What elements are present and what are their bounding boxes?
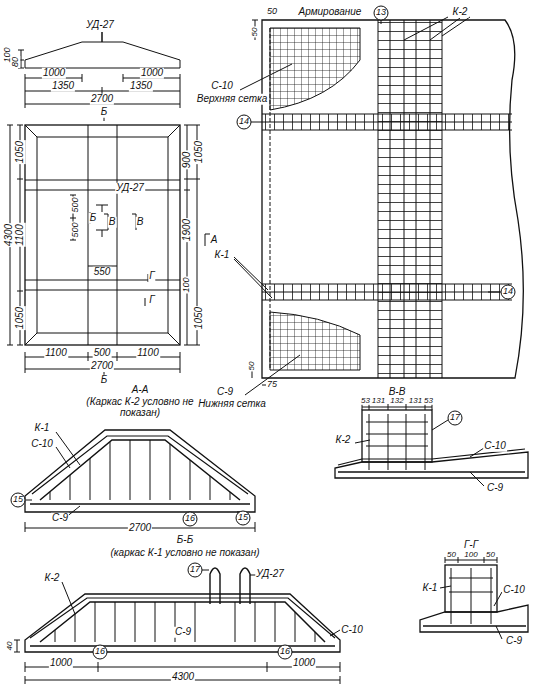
callout-number: 17 — [189, 565, 201, 574]
drawing-label: К-1 — [214, 250, 231, 261]
drawing-label: Армирование — [298, 7, 363, 18]
drawing-label: С-9 — [505, 636, 523, 647]
callout-number: 16 — [279, 647, 291, 656]
drawing-label: 1050 — [194, 140, 205, 164]
drawing-label: 50 — [485, 551, 496, 559]
drawing-label: УД-27 — [85, 20, 115, 31]
reinforcement-plan — [234, 17, 523, 395]
drawing-label: 1000 — [42, 68, 66, 79]
drawing-label: К-2 — [44, 573, 61, 584]
drawing-label: 53 — [423, 397, 434, 405]
section-v-v — [335, 404, 528, 486]
drawing-label: 53 — [360, 397, 371, 405]
callout-number: 16 — [184, 514, 196, 523]
drawing-label: 1000 — [292, 658, 316, 669]
drawing-label: 2700 — [128, 523, 152, 534]
drawing-label: Г — [148, 271, 155, 282]
drawing-label: К-2 — [335, 435, 352, 446]
drawing-label: 500 — [71, 196, 80, 213]
drawing-label: 1900 — [182, 218, 193, 242]
callout-number: 15 — [237, 513, 249, 522]
drawing-label: 40 — [6, 641, 14, 652]
drawing-label: 500 — [71, 221, 80, 238]
drawing-label: К-1 — [422, 583, 439, 594]
drawing-label: Б — [89, 213, 98, 224]
drawing-label: 131 — [408, 397, 423, 405]
callout-number: 17 — [449, 413, 461, 422]
drawing-label: 1000 — [140, 68, 164, 79]
drawing-label: 50 — [248, 361, 256, 372]
drawing-label: С-10 — [483, 441, 507, 452]
callout-number: 14 — [238, 117, 250, 126]
elevation — [18, 32, 180, 108]
drawing-label: Б — [100, 375, 109, 386]
callout-number: 13 — [375, 8, 387, 17]
section-a-a — [25, 430, 255, 532]
callout-circles — [11, 6, 515, 659]
drawing-label: В — [108, 217, 117, 228]
drawing-label: (каркас К-1 условно не показан) — [110, 548, 261, 559]
callout-number: 14 — [502, 287, 514, 296]
drawing-label: С-9 — [51, 513, 69, 524]
drawing-label: С-10 — [30, 439, 54, 450]
drawing-label: С-9 — [486, 483, 504, 494]
drawing-label: 50 — [446, 551, 457, 559]
drawing-label: Нижняя сетка — [197, 399, 267, 410]
drawing-label: 131 — [371, 397, 386, 405]
drawing-label: 4300 — [171, 672, 195, 683]
drawing-label: 1050 — [15, 306, 26, 330]
drawing-label: 50 — [251, 27, 259, 38]
drawing-label: К-1 — [34, 423, 51, 434]
drawing-label: В — [136, 217, 145, 228]
callout-number: 16 — [94, 647, 106, 656]
plan-view — [7, 115, 210, 376]
drawing-label: 1000 — [49, 658, 73, 669]
drawing-label: 132 — [389, 397, 404, 405]
drawing-label: (Каркас К-2 условно не показан) — [83, 397, 197, 418]
drawing-label: УД-27 — [255, 569, 285, 580]
drawing-label: 500 — [93, 348, 112, 359]
drawing-label: УД-27 — [115, 183, 145, 194]
callout-number: 15 — [12, 495, 24, 504]
drawing-label: Б — [100, 107, 109, 118]
drawing-label: 2700 — [90, 361, 114, 372]
drawing-label: В-В — [388, 387, 407, 398]
drawing-label: 1350 — [129, 81, 153, 92]
drawing-label: 2700 — [90, 94, 114, 105]
drawing-label: 4300 — [4, 223, 15, 247]
drawing-label: 1100 — [15, 223, 26, 247]
drawing-label: С-10 — [502, 585, 526, 596]
drawing-label: А — [210, 235, 219, 246]
drawing-label: А-А — [131, 385, 150, 396]
drawing-label: 80 — [11, 56, 20, 68]
drawing-label: 1050 — [15, 140, 26, 164]
drawing-label: Г — [148, 295, 155, 306]
drawing-label: 1050 — [194, 306, 205, 330]
drawing-label: С-10 — [210, 81, 234, 92]
drawing-label: 1100 — [44, 348, 68, 359]
drawing-label: 100 — [182, 276, 191, 293]
drawing-label: 50 — [266, 7, 278, 16]
drawing-label: 900 — [182, 151, 193, 170]
drawing-label: Б-Б — [176, 535, 194, 546]
drawing-label: 1350 — [51, 81, 75, 92]
drawing-label: С-9 — [174, 627, 192, 638]
drawing-label: 550 — [93, 267, 112, 278]
drawing-label: С-9 — [216, 387, 234, 398]
drawing-label: Г-Г — [463, 540, 479, 551]
drawing-label: 75 — [266, 380, 278, 389]
drawing-label: К-2 — [452, 7, 469, 18]
drawing-label: С-10 — [340, 625, 364, 636]
drawing-label: Верхняя сетка — [196, 94, 269, 105]
section-g-g — [420, 557, 528, 639]
drawing-label: 100 — [463, 551, 478, 559]
section-b-b — [14, 568, 340, 684]
drawing-label: 1100 — [136, 348, 160, 359]
